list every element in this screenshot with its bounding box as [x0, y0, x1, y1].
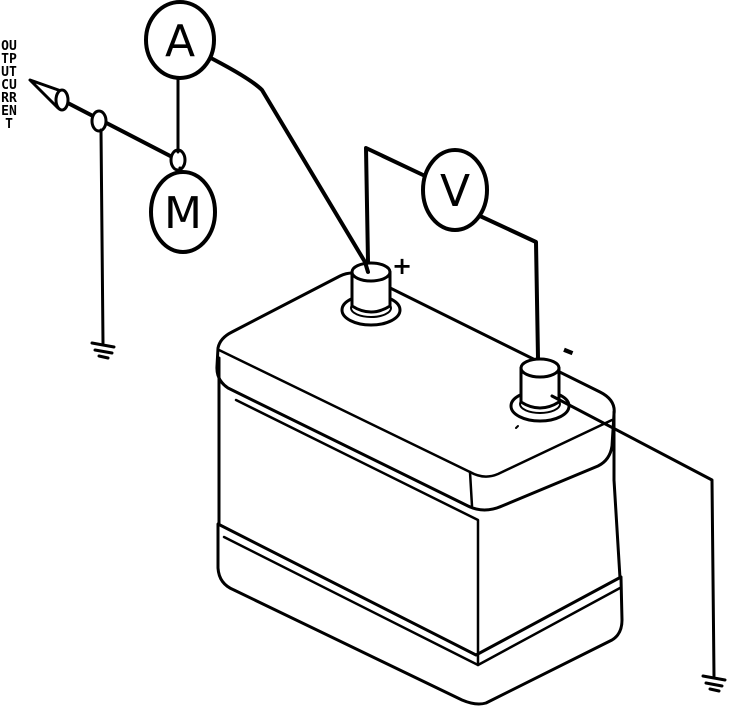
- ammeter-symbol: A: [165, 16, 195, 67]
- battery: [215, 271, 624, 706]
- motor: M: [149, 166, 217, 254]
- voltmeter-symbol: V: [440, 166, 470, 217]
- ammeter: A: [144, 0, 367, 264]
- output-current-label: OUTPUT CURRENT: [1, 39, 25, 132]
- ground-right: [550, 394, 727, 693]
- negative-terminal: -: [509, 332, 581, 429]
- voltmeter: V: [364, 146, 540, 360]
- motor-symbol: M: [164, 188, 202, 239]
- output-probe-cable: [28, 78, 187, 172]
- negative-sign: -: [556, 332, 581, 369]
- ground-left: [90, 128, 116, 360]
- positive-sign: +: [392, 252, 412, 280]
- positive-terminal: +: [340, 252, 412, 327]
- cable-clamp: [90, 109, 108, 133]
